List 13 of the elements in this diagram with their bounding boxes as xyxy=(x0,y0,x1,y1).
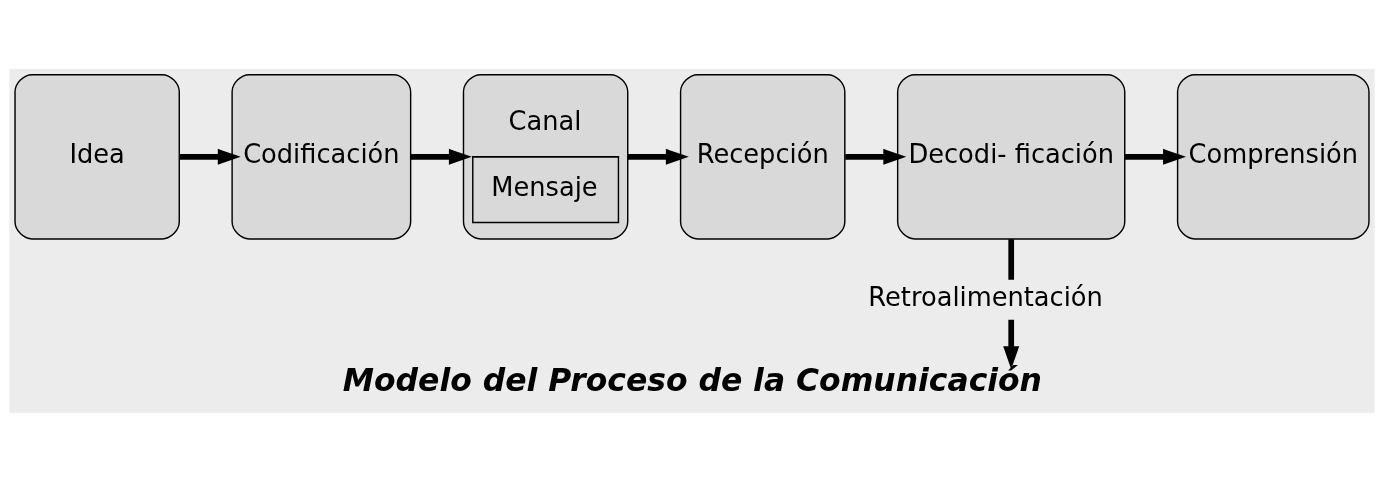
node-box: Decodi- ficación xyxy=(896,74,1126,240)
arrow xyxy=(179,148,241,165)
arrow xyxy=(845,148,907,165)
node-box: Comprensión xyxy=(1176,74,1370,240)
caption: Modelo del Proceso de la Comunicación xyxy=(342,362,1042,399)
node-box: Idea xyxy=(14,74,180,240)
arrow xyxy=(628,148,689,165)
arrow xyxy=(410,148,472,165)
arrow xyxy=(1124,148,1186,165)
node-box: Recepción xyxy=(679,74,846,240)
edge-label: Retroalimentación xyxy=(868,282,1103,313)
node-box: Canal Mensaje xyxy=(462,74,629,240)
node-box: Codificación xyxy=(231,74,412,240)
